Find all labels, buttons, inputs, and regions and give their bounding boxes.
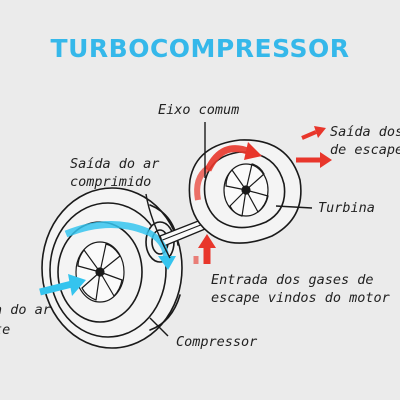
leader-turbine xyxy=(275,205,313,209)
label-turbine: Turbina xyxy=(318,200,375,216)
label-compressor: Compressor xyxy=(176,334,258,350)
label-air-in-line2: te xyxy=(0,322,10,338)
label-compressed-air-line1: Saída do ar xyxy=(70,156,160,172)
turbine-wheel xyxy=(223,163,269,217)
label-exhaust-out-line1: Saída dos xyxy=(330,124,400,140)
leader-compressed-air xyxy=(145,193,171,259)
label-exhaust-in-line2: escape vindos do motor xyxy=(211,290,391,306)
intake-air-flow xyxy=(64,221,176,270)
exhaust-inlet-arrow xyxy=(193,234,216,264)
label-exhaust-in-line1: Entrada dos gases de xyxy=(211,272,374,288)
exhaust-outlet-arrow-upper xyxy=(301,126,326,140)
label-exhaust-out-line2: de escape xyxy=(330,142,400,158)
label-compressed-air-line2: comprimido xyxy=(70,174,151,190)
leader-lines xyxy=(145,122,313,337)
leader-compressor xyxy=(149,317,169,337)
exhaust-flow xyxy=(194,142,262,201)
exhaust-outlet-arrow xyxy=(296,152,332,168)
label-shared-axis: Eixo comum xyxy=(158,102,239,118)
compressor-wheel xyxy=(75,241,125,303)
air-inlet-arrow xyxy=(39,274,86,296)
page-title: TURBOCOMPRESSOR xyxy=(50,34,350,63)
label-air-in-line1: a do ar xyxy=(0,302,52,318)
